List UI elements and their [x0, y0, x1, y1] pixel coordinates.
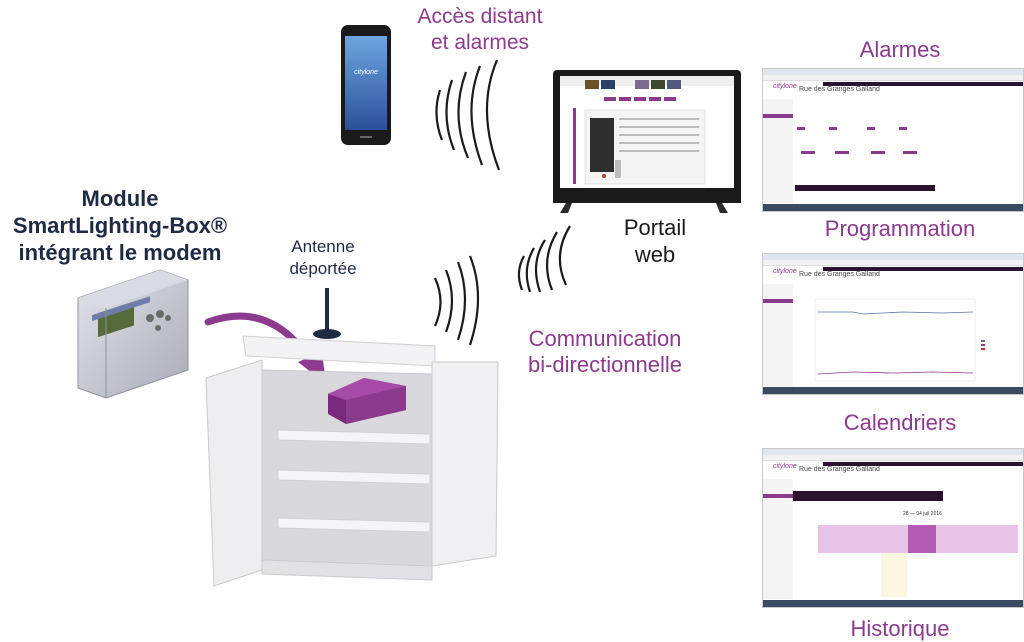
signal-waves-phone	[435, 59, 501, 171]
alarmes-screenshot: citylone Rue des Granges Galland	[762, 68, 1024, 212]
programmation-screenshot: citylone Rue des Granges Galland	[762, 253, 1024, 395]
antenna-label-line2: déportée	[289, 259, 357, 278]
antenna-label: Antenne déportée	[268, 236, 378, 280]
antenna-label-line1: Antenne	[291, 237, 355, 256]
communication-line2: bi-directionnelle	[527, 352, 683, 377]
portal-label-line1: Portail	[623, 215, 687, 240]
screenshot-page-title: Rue des Granges Galland	[799, 271, 880, 278]
screenshot-page-title: Rue des Granges Galland	[799, 466, 880, 473]
screenshot-logo: citylone	[773, 83, 797, 90]
remote-access-line2: et alarmes	[430, 31, 530, 54]
alarmes-title: Alarmes	[859, 37, 941, 62]
module-label-line3: intégrant le modem	[18, 240, 222, 265]
module-label: Module SmartLighting-Box® intégrant le m…	[0, 185, 240, 266]
historique-title: Historique	[850, 616, 950, 641]
smartlighting-box-module	[77, 269, 189, 399]
phone-logo-text: citylone	[354, 69, 378, 76]
portal-label: Portail web	[600, 214, 710, 268]
communication-line1: Communication	[528, 326, 682, 351]
communication-label: Communication bi-directionnelle	[510, 326, 700, 378]
portal-label-line2: web	[634, 242, 676, 267]
screenshot-page-title: Rue des Granges Galland	[799, 86, 880, 93]
remote-access-label: Accès distant et alarmes	[400, 4, 560, 56]
web-portal-monitor	[553, 70, 741, 213]
smartphone-icon: citylone	[341, 25, 391, 145]
electrical-cabinet	[205, 288, 499, 587]
screenshot-logo: citylone	[773, 268, 797, 275]
calendriers-title: Calendriers	[843, 410, 957, 435]
signal-waves-bidirectional	[433, 225, 571, 346]
calendriers-screenshot: citylone Rue des Granges Galland 28 — 04…	[762, 448, 1024, 608]
calendar-week-label: 28 — 04 juil 2016	[903, 511, 942, 517]
module-label-line2: SmartLighting-Box®	[12, 213, 228, 238]
remote-access-line1: Accès distant	[417, 5, 543, 28]
screenshot-logo: citylone	[773, 463, 797, 470]
programmation-title: Programmation	[824, 216, 976, 241]
programmation-chart	[814, 298, 985, 382]
module-label-line1: Module	[81, 186, 159, 211]
